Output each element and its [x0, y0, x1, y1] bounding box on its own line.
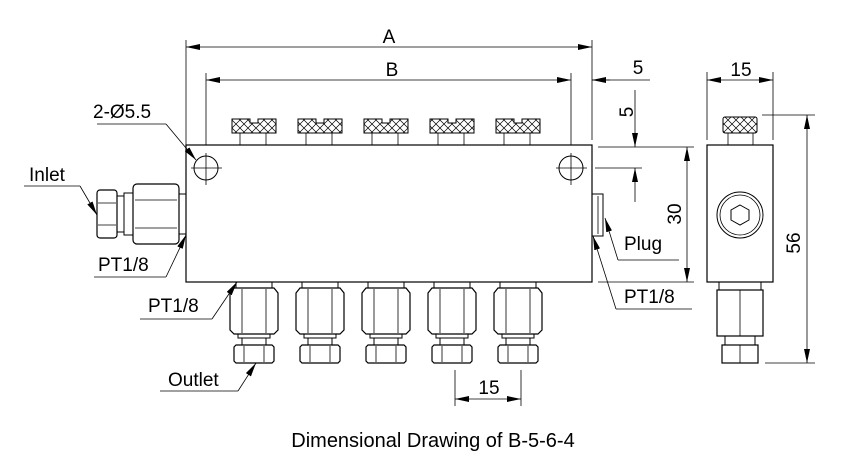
inlet-fitting — [96, 183, 187, 245]
outlet-thread-callout: PT1/8 — [140, 281, 238, 320]
mounting-hole-right — [556, 153, 587, 185]
dimension-offset-right: 5 — [592, 58, 650, 83]
mounting-hole-left — [191, 153, 222, 185]
inlet-thread-callout: PT1/8 — [94, 234, 187, 278]
dimension-offset-top: 5 — [595, 90, 694, 202]
dimension-a-label: A — [383, 27, 396, 48]
holes-callout: 2-Ø5.5 — [93, 102, 197, 161]
plug — [591, 193, 604, 237]
dimension-outlet-pitch: 15 — [454, 370, 522, 406]
holes-label: 2-Ø5.5 — [93, 102, 151, 123]
offset-top-label: 5 — [617, 107, 638, 118]
offset-right-label: 5 — [633, 58, 644, 79]
height-label: 30 — [665, 203, 686, 224]
indicator-knob — [429, 118, 475, 145]
drawing-caption: Dimensional Drawing of B-5-6-4 — [291, 430, 574, 452]
outlet-fitting — [229, 281, 279, 364]
outlet-callout: Outlet — [160, 362, 257, 392]
outlet-fitting — [427, 281, 477, 364]
outlet-thread-label: PT1/8 — [148, 296, 199, 317]
inlet-callout: Inlet — [24, 165, 98, 216]
dimension-height: 30 — [598, 147, 694, 283]
plug-thread-label: PT1/8 — [624, 287, 675, 308]
total-height-label: 56 — [784, 232, 805, 253]
indicator-knob — [495, 118, 541, 145]
outlet-fittings — [229, 281, 543, 364]
outlet-fitting — [493, 281, 543, 364]
outlet-fitting — [295, 281, 345, 364]
indicator-knob — [297, 118, 343, 145]
plug-thread-callout: PT1/8 — [592, 235, 692, 310]
manifold-body — [185, 144, 593, 283]
indicator-knob — [231, 118, 277, 145]
indicator-knobs — [231, 118, 541, 145]
outlet-fitting — [361, 281, 411, 364]
outlet-pitch-label: 15 — [478, 378, 499, 399]
outlet-label: Outlet — [168, 370, 219, 391]
plug-callout: Plug — [604, 217, 679, 261]
indicator-knob — [363, 118, 409, 145]
plug-label: Plug — [624, 234, 662, 255]
inlet-label: Inlet — [29, 165, 66, 186]
inlet-thread-label: PT1/8 — [98, 255, 149, 276]
side-view: 15 56 — [706, 60, 815, 364]
dimension-b: B — [205, 60, 572, 145]
dimension-a: A — [185, 27, 593, 145]
side-width-label: 15 — [730, 60, 751, 81]
dimension-b-label: B — [386, 60, 399, 81]
